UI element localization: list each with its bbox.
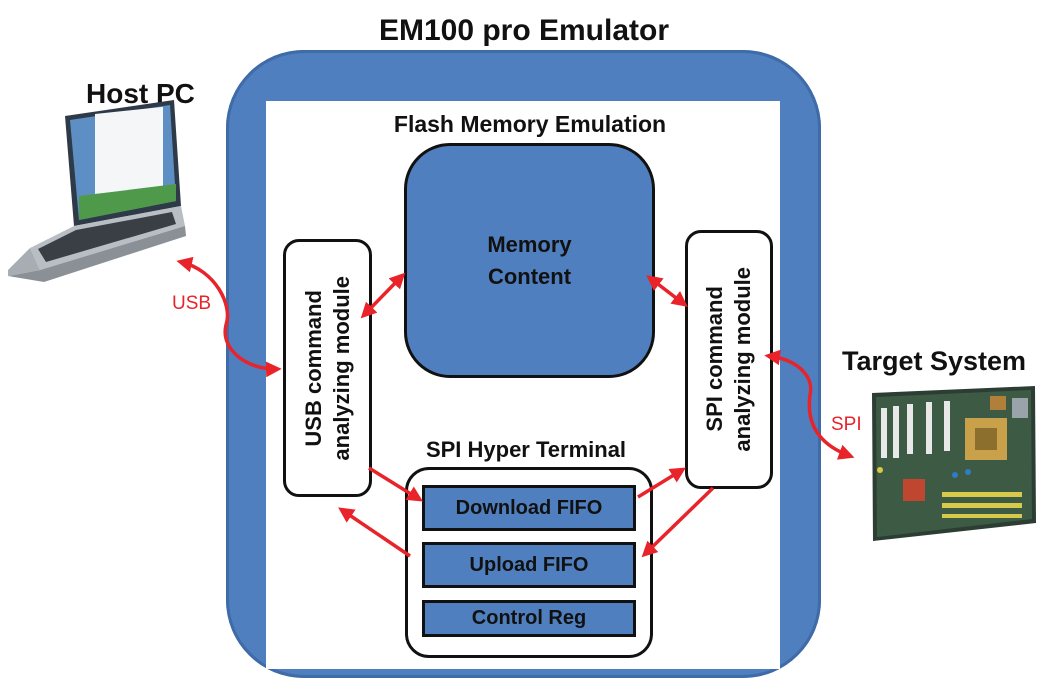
download-fifo: Download FIFO (422, 485, 636, 531)
memory-content-line2: Content (487, 263, 572, 289)
control-reg: Control Reg (422, 600, 636, 637)
upload-fifo: Upload FIFO (422, 542, 636, 588)
usb-to-download-arrow (368, 466, 424, 502)
motherboard-icon (872, 386, 1036, 541)
laptop-icon (8, 100, 186, 282)
hyper-terminal-title: SPI Hyper Terminal (425, 437, 627, 462)
usb-command-module: USB command analyzing module (283, 239, 372, 497)
spi-to-upload-arrow (641, 486, 715, 558)
target-system-label: Target System (842, 346, 1027, 376)
memory-content-block: Memory Content (404, 143, 655, 378)
host-pc-label: Host PC (86, 78, 195, 109)
connection-arrows (176, 256, 855, 558)
flash-memory-title: Flash Memory Emulation (393, 111, 667, 137)
download-to-spi-arrow (637, 467, 687, 499)
diagram-title: EM100 pro Emulator (378, 14, 670, 47)
upload-to-usb-arrow (338, 507, 411, 558)
memory-to-spi-arrow (646, 275, 688, 307)
usb-to-memory-arrow (360, 272, 406, 319)
memory-content-line1: Memory (487, 231, 572, 257)
spi-link-arrow (764, 349, 855, 460)
usb-link-arrow (176, 256, 282, 378)
